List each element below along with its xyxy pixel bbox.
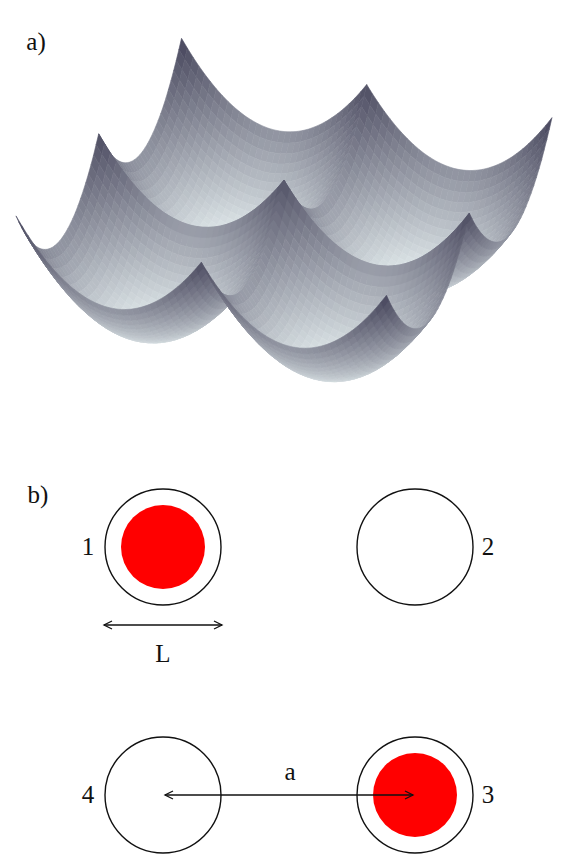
figure: 1243a)b)La xyxy=(0,0,566,854)
